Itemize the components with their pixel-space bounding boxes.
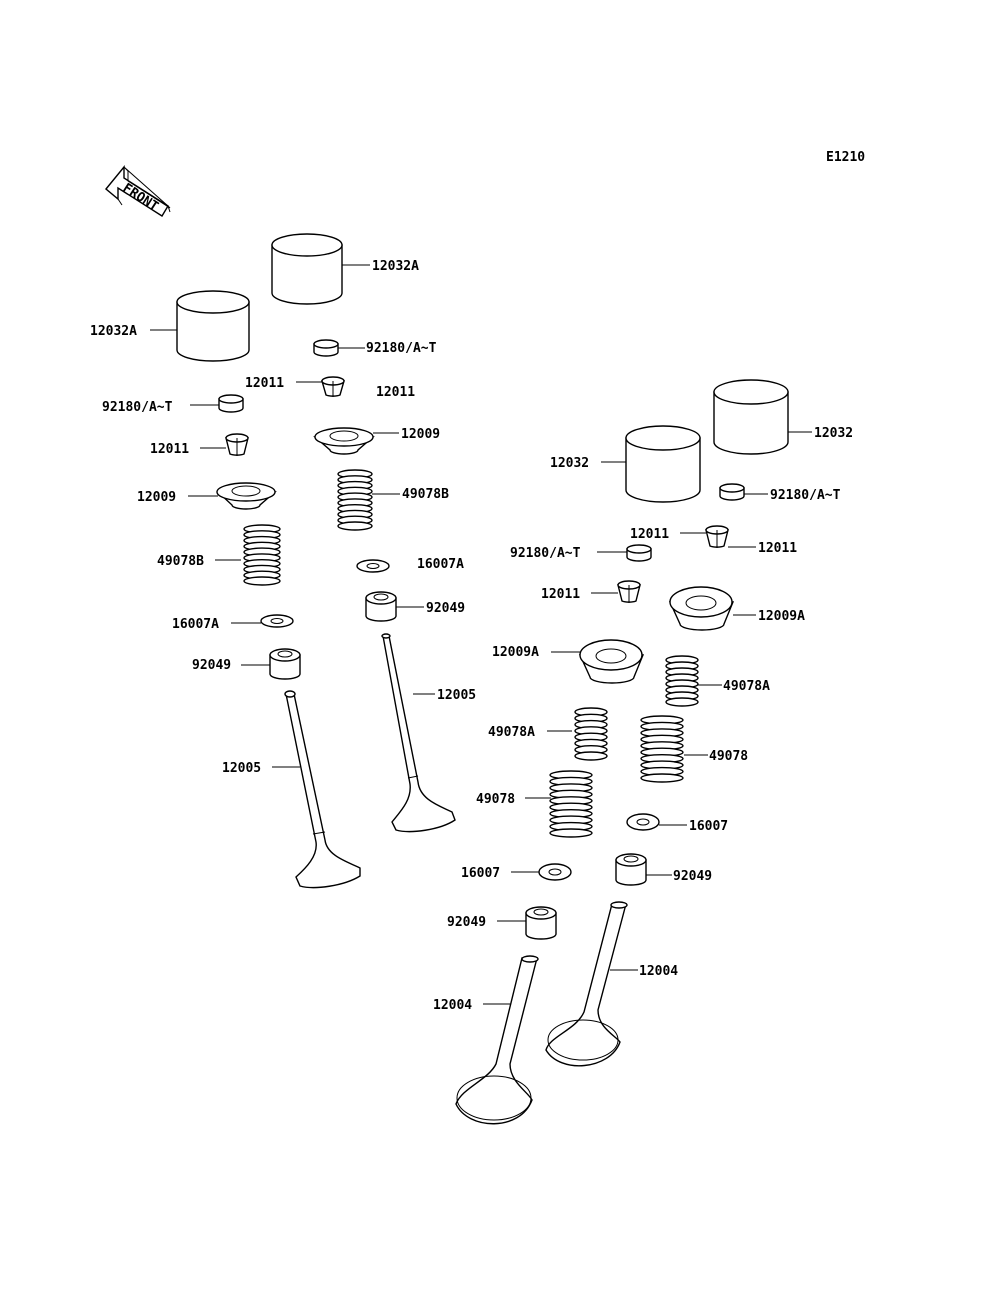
part-label: 12005	[222, 761, 261, 776]
valve-12005-lower	[284, 690, 361, 889]
part-label: 12011	[376, 385, 415, 400]
front-arrow-icon: FRONT	[105, 165, 171, 217]
tappet-12032-lower	[625, 425, 701, 503]
part-label: 12011	[758, 541, 797, 556]
valve-12005-upper	[381, 633, 456, 833]
keeper-12011-upper	[321, 376, 345, 397]
part-label: 49078B	[402, 487, 449, 502]
part-label: 49078	[476, 792, 515, 807]
tappet-12032a-upper	[271, 233, 343, 305]
shim-92180-right-lower	[626, 544, 652, 562]
part-label: 12032	[814, 426, 853, 441]
part-label: 92049	[192, 658, 231, 673]
shim-92180-right-upper	[719, 483, 745, 501]
part-label: 92180/A~T	[770, 488, 841, 503]
retainer-12009a-upper	[668, 586, 735, 631]
valve-12004-lower	[455, 955, 539, 1125]
part-label: 49078A	[723, 679, 770, 694]
leader-lines	[150, 264, 812, 1005]
shim-92180-lower	[218, 394, 244, 413]
tappet-12032-upper	[713, 379, 789, 455]
part-label: 12032A	[90, 324, 137, 339]
part-label: 92180/A~T	[102, 400, 173, 415]
part-label: 49078B	[157, 554, 204, 569]
part-label: 12005	[437, 688, 476, 703]
part-label: 49078A	[488, 725, 535, 740]
front-label: FRONT	[120, 181, 161, 215]
part-label: 12011	[541, 587, 580, 602]
part-label: 12004	[639, 964, 678, 979]
part-label: 16007A	[417, 557, 464, 572]
retainer-12009-lower	[216, 482, 277, 510]
diagram-code: E1210	[826, 150, 865, 165]
washer-16007-upper	[626, 813, 660, 831]
spring-coil	[574, 751, 608, 761]
part-label: 92049	[673, 869, 712, 884]
part-label: 12011	[245, 376, 284, 391]
part-label: 12009A	[758, 609, 805, 624]
seal-92049-right-upper	[615, 853, 647, 886]
part-label: 12011	[150, 442, 189, 457]
washer-16007a-upper	[356, 559, 390, 573]
spring-49078-upper	[640, 715, 684, 783]
spring-coil	[640, 773, 684, 783]
spring-coil	[549, 828, 593, 838]
valve-12004-upper	[545, 901, 628, 1067]
seal-92049-upper	[365, 591, 397, 622]
washer-16007-lower	[538, 863, 572, 881]
retainer-12009a-lower	[578, 639, 645, 684]
spring-49078a-upper	[665, 655, 699, 707]
part-label: 12032	[550, 456, 589, 471]
part-label: 16007A	[172, 617, 219, 632]
seal-92049-lower	[269, 648, 301, 680]
spring-coil	[337, 521, 373, 531]
spring-coil	[665, 697, 699, 707]
keeper-12011-lower	[225, 433, 249, 456]
part-label: 49078	[709, 749, 748, 764]
retainer-12009-upper	[313, 427, 375, 455]
tappet-12032a-lower	[176, 290, 250, 362]
spring-49078b-upper	[337, 469, 373, 531]
part-label: 16007	[461, 866, 500, 881]
part-label: 92180/A~T	[366, 341, 437, 356]
part-label: 92180/A~T	[510, 546, 581, 561]
part-label: 12032A	[372, 259, 419, 274]
spring-49078a-lower	[574, 707, 608, 761]
part-label: 92049	[426, 601, 465, 616]
spring-49078b-lower	[243, 524, 281, 586]
part-label: 12011	[630, 527, 669, 542]
seal-92049-right-lower	[525, 906, 557, 940]
part-label: 12009	[401, 427, 440, 442]
shim-92180-upper	[313, 339, 339, 357]
spring-49078-lower	[549, 770, 593, 838]
part-label: 12009	[137, 490, 176, 505]
spring-coil	[243, 576, 281, 586]
washer-16007a-lower	[260, 614, 294, 628]
part-label: 16007	[689, 819, 728, 834]
part-label: 12004	[433, 998, 472, 1013]
part-label: 92049	[447, 915, 486, 930]
keeper-12011-right-lower	[617, 580, 641, 603]
keeper-12011-right-upper	[705, 525, 729, 548]
part-label: 12009A	[492, 645, 539, 660]
